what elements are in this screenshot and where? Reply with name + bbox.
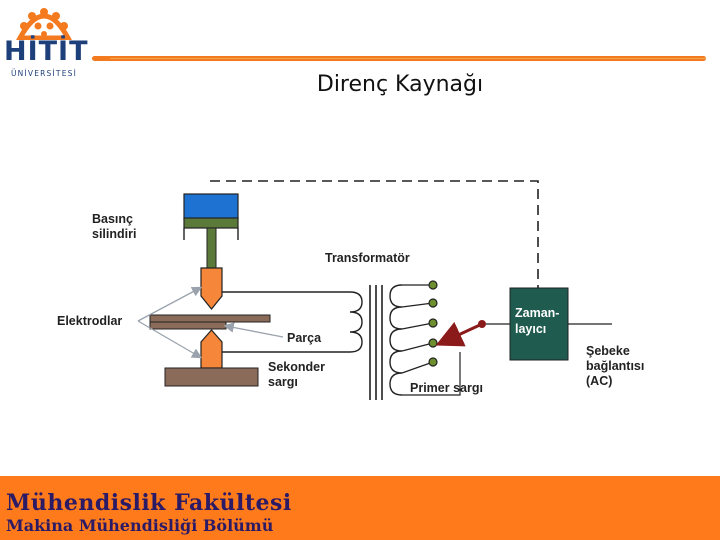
label-transformer: Transformatör — [325, 251, 410, 265]
label-grid-1: Şebeke — [586, 344, 630, 358]
label-grid-2: bağlantısı — [586, 359, 644, 373]
footer-faculty: Mühendislik Fakültesi — [6, 490, 292, 516]
label-primary: Primer sargı — [410, 381, 483, 395]
header-rule-highlight — [110, 58, 706, 59]
timer-box — [509, 287, 569, 361]
resistance-welding-diagram: Basınç silindiri Elektrodlar Parça Sekon… — [57, 180, 644, 400]
label-pressure-cylinder-2: silindiri — [92, 227, 136, 241]
workpiece-lower — [149, 321, 227, 330]
cylinder-frame — [183, 228, 239, 240]
tap-switch-arm — [435, 321, 483, 347]
workpiece-upper — [149, 314, 271, 323]
upper-electrode — [200, 267, 223, 310]
logo-wordmark: HİTİT — [4, 36, 89, 67]
label-grid-3: (AC) — [586, 374, 612, 388]
label-timer-2: layıcı — [515, 322, 546, 336]
logo-emblem-icon — [15, 8, 73, 41]
label-secondary-2: sargı — [268, 375, 298, 389]
tap-switch-pivot — [478, 320, 486, 328]
cylinder-band — [183, 217, 239, 229]
machine-base — [164, 367, 259, 387]
label-secondary-1: Sekonder — [268, 360, 325, 374]
label-part: Parça — [287, 331, 322, 345]
control-dashed-line — [210, 180, 539, 288]
label-timer-1: Zaman- — [515, 306, 559, 320]
electrode-arrow-lower — [137, 320, 203, 359]
electrode-arrow-upper — [137, 286, 203, 322]
primary-taps — [401, 280, 438, 374]
university-logo: HİTİT ÜNİVERSİTESİ — [0, 0, 96, 84]
label-pressure-cylinder-1: Basınç — [92, 212, 133, 226]
footer-department: Makina Mühendisliği Bölümü — [6, 516, 274, 535]
footer-bar: Mühendislik Fakültesi Makina Mühendisliğ… — [0, 476, 720, 540]
logo-subtitle: ÜNİVERSİTESİ — [10, 69, 78, 78]
label-electrodes: Elektrodlar — [57, 314, 122, 328]
piston-rod — [206, 227, 217, 271]
primary-coil — [389, 284, 403, 396]
primary-bottom-lead — [402, 352, 461, 396]
lower-electrode — [200, 329, 223, 369]
slide-title: Direnç Kaynağı — [316, 72, 484, 97]
cylinder-body — [183, 193, 239, 220]
secondary-coil — [349, 291, 363, 353]
part-arrow — [223, 322, 284, 338]
